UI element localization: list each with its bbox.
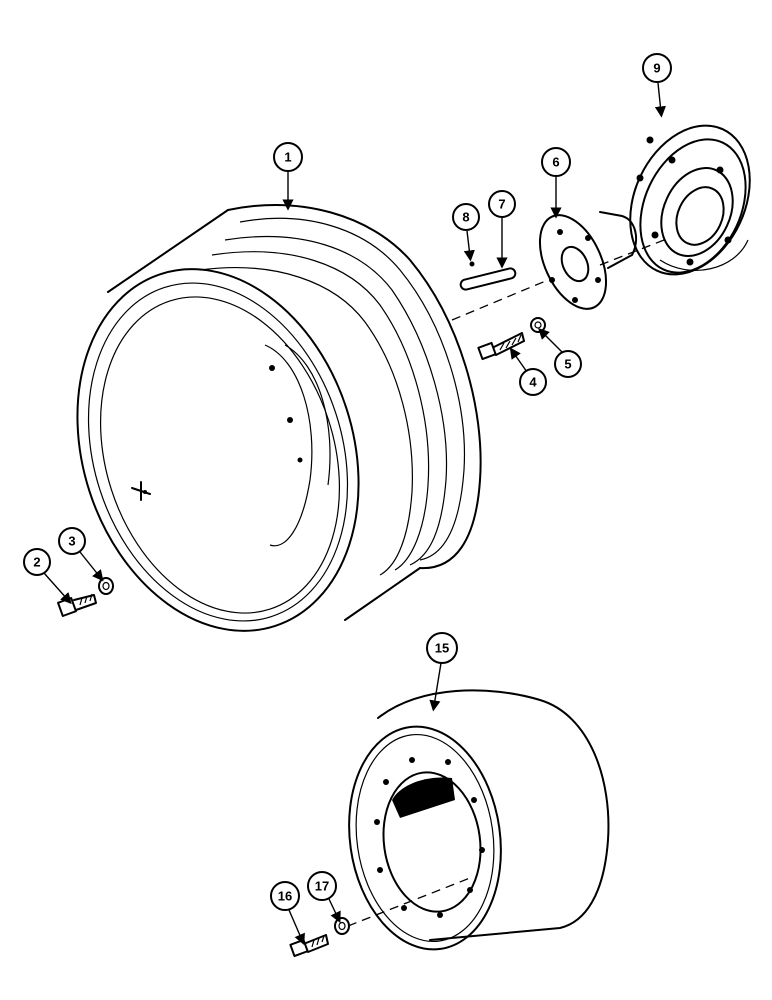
callout-3-label: 3 — [68, 534, 75, 549]
wheel-weight — [348, 689, 610, 951]
callout-17: 17 — [307, 871, 337, 901]
callout-leaders — [43, 82, 666, 946]
hub-adapter — [538, 211, 638, 310]
callout-6: 6 — [541, 147, 571, 177]
callout-16: 16 — [270, 881, 300, 911]
flange-hub — [629, 124, 751, 276]
washer-3 — [98, 577, 114, 595]
callout-1-label: 1 — [284, 150, 291, 165]
callout-4-label: 4 — [529, 375, 537, 390]
callout-6-label: 6 — [552, 155, 559, 170]
washer-17 — [334, 917, 350, 935]
callout-16-label: 16 — [278, 889, 292, 904]
callout-5: 5 — [554, 350, 582, 378]
callout-7: 7 — [488, 190, 516, 218]
callout-2-label: 2 — [33, 555, 40, 570]
callout-8-label: 8 — [462, 210, 469, 225]
callout-9: 9 — [642, 53, 672, 83]
wheel-rim — [76, 204, 482, 632]
callout-7-label: 7 — [498, 197, 505, 212]
callout-17-label: 17 — [315, 879, 329, 894]
callout-3: 3 — [58, 527, 86, 555]
bolt-16 — [289, 934, 329, 958]
callout-5-label: 5 — [564, 357, 571, 372]
callout-15-label: 15 — [435, 641, 449, 656]
callout-1: 1 — [273, 142, 303, 172]
callout-8: 8 — [452, 203, 480, 231]
callout-4: 4 — [519, 368, 547, 396]
bolt-4 — [477, 332, 525, 361]
assembly-centerlines — [347, 239, 665, 927]
nut-5 — [530, 317, 546, 333]
callout-15: 15 — [426, 632, 458, 664]
bolt-2 — [57, 593, 97, 617]
key-and-pin — [459, 261, 517, 291]
callout-9-label: 9 — [653, 61, 660, 76]
callout-2: 2 — [23, 548, 51, 576]
